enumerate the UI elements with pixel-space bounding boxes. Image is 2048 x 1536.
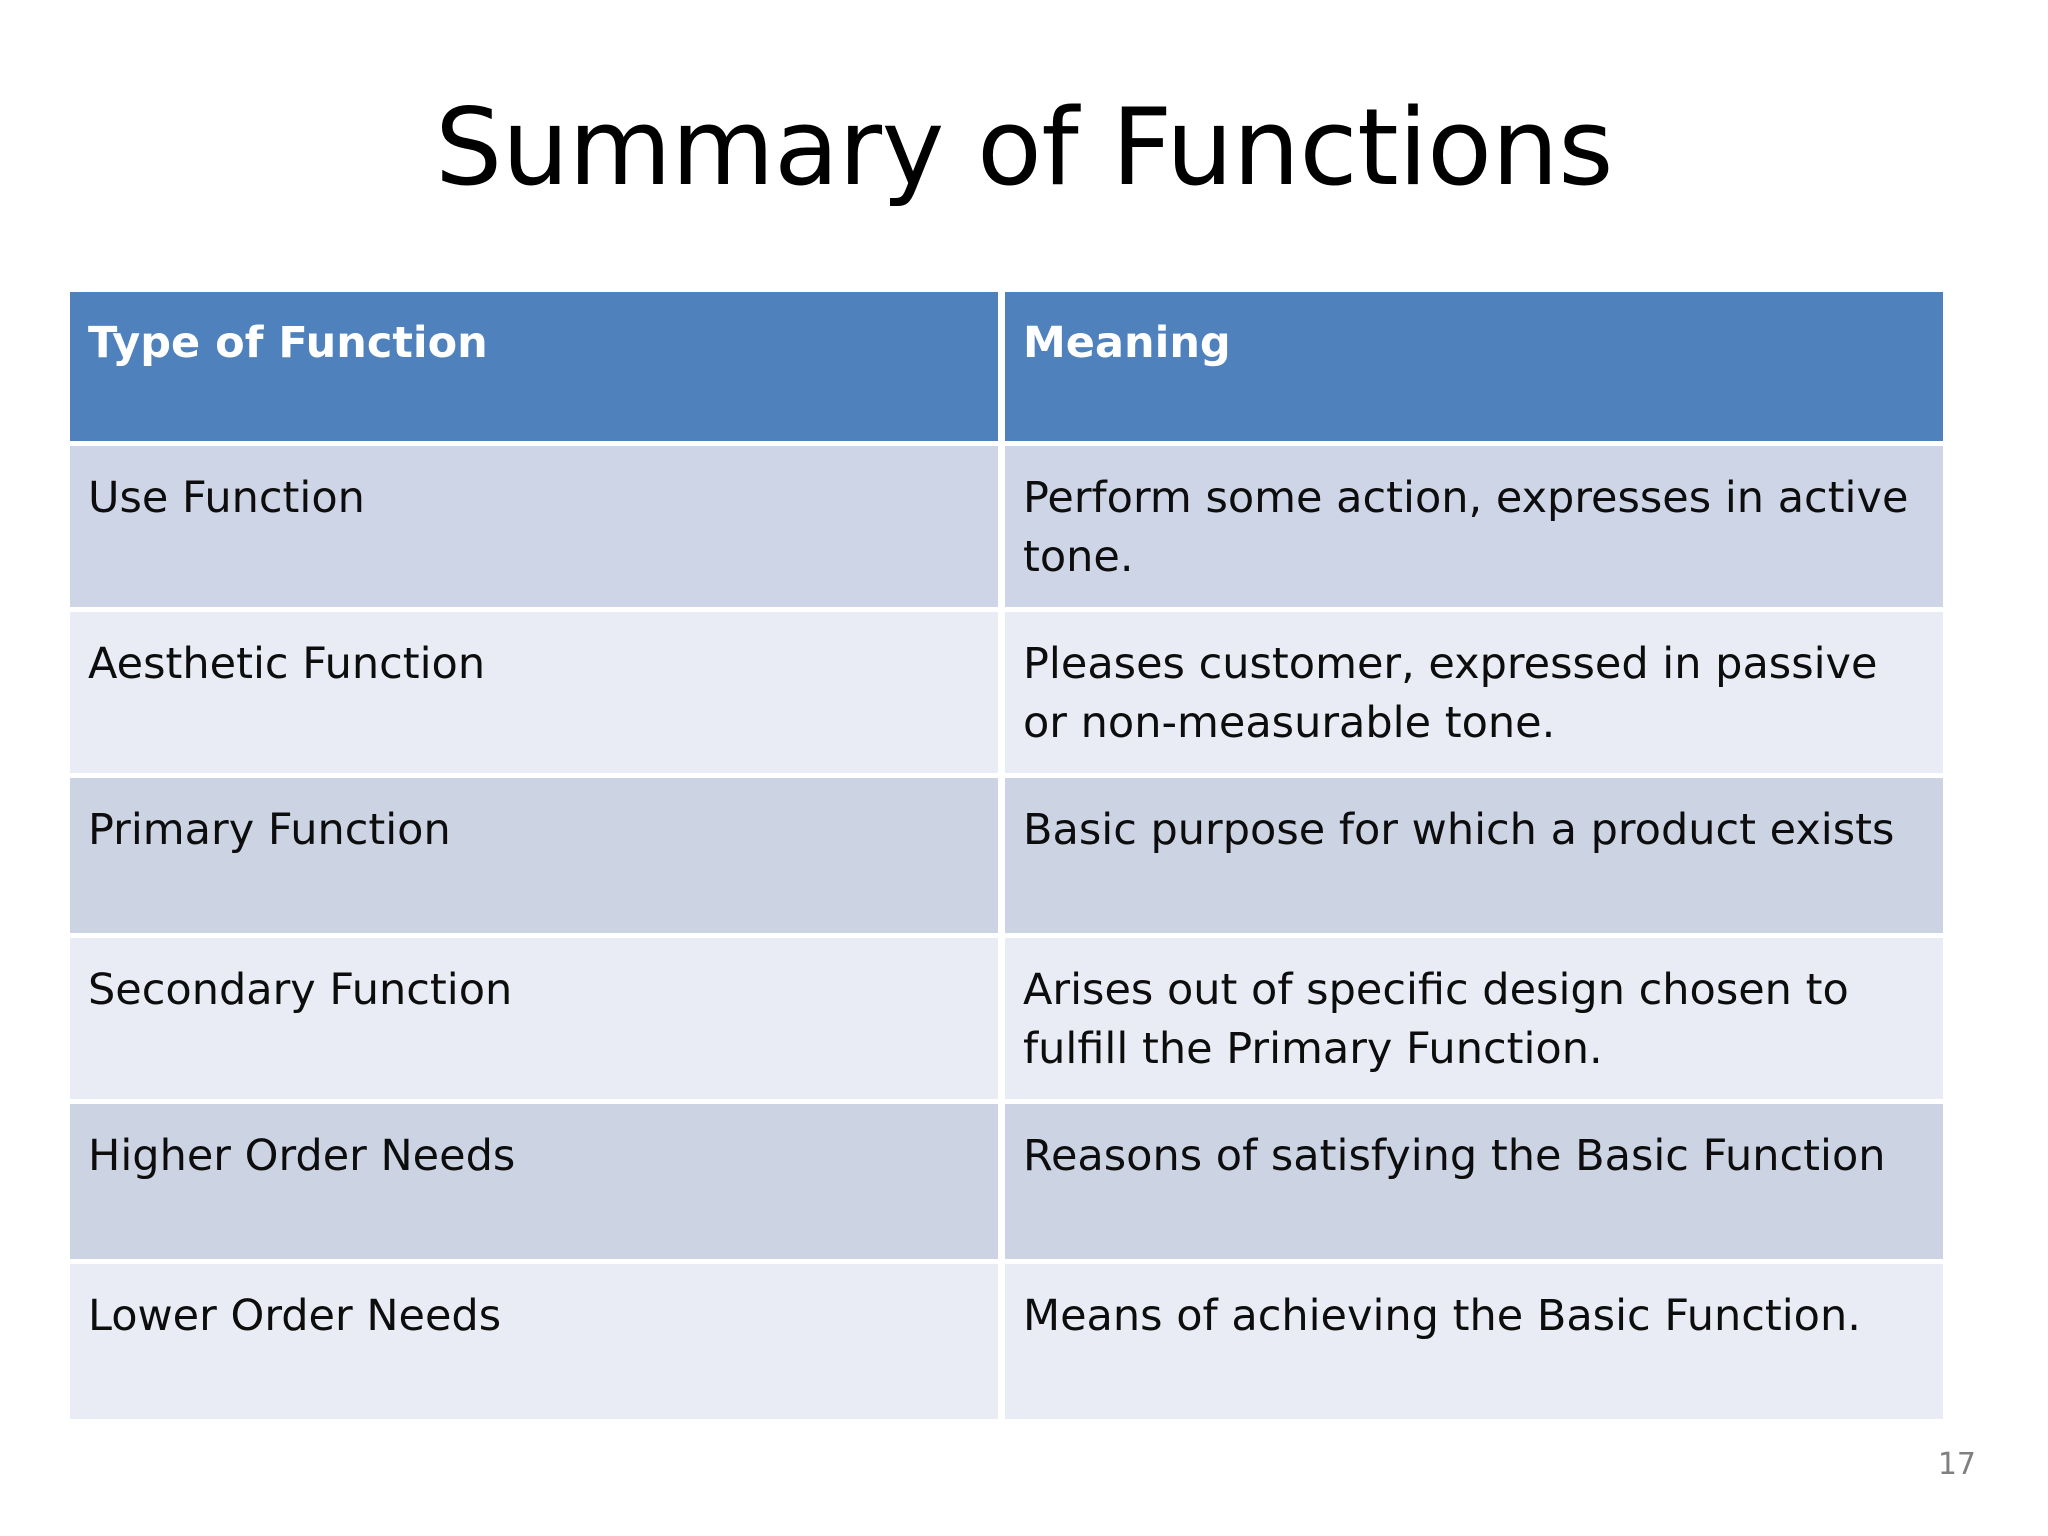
- cell-function-meaning: Means of achieving the Basic Function.: [1005, 1264, 1943, 1424]
- page-title: Summary of Functions: [435, 86, 1613, 209]
- cell-function-type: Primary Function: [70, 778, 1005, 938]
- table-row: Higher Order Needs Reasons of satisfying…: [70, 1104, 1943, 1264]
- cell-function-meaning: Pleases customer, expressed in passive o…: [1005, 612, 1943, 778]
- table-row: Aesthetic Function Pleases customer, exp…: [70, 612, 1943, 778]
- cell-function-meaning: Reasons of satisfying the Basic Function: [1005, 1104, 1943, 1264]
- cell-function-type: Use Function: [70, 446, 1005, 612]
- cell-function-meaning: Perform some action, expresses in active…: [1005, 446, 1943, 612]
- cell-function-type: Lower Order Needs: [70, 1264, 1005, 1424]
- cell-function-type: Aesthetic Function: [70, 612, 1005, 778]
- table-header: Type of Function Meaning: [70, 292, 1943, 446]
- cell-function-meaning: Basic purpose for which a product exists: [1005, 778, 1943, 938]
- summary-table-container: Type of Function Meaning Use Function Pe…: [70, 292, 1943, 1424]
- table-row: Primary Function Basic purpose for which…: [70, 778, 1943, 938]
- slide-number: 17: [1937, 1447, 1976, 1482]
- table-row: Use Function Perform some action, expres…: [70, 446, 1943, 612]
- table-header-row: Type of Function Meaning: [70, 292, 1943, 446]
- table-body: Use Function Perform some action, expres…: [70, 446, 1943, 1424]
- cell-function-type: Secondary Function: [70, 938, 1005, 1104]
- table-row: Secondary Function Arises out of specifi…: [70, 938, 1943, 1104]
- summary-of-functions-table: Type of Function Meaning Use Function Pe…: [70, 292, 1943, 1424]
- column-header-type-of-function: Type of Function: [70, 292, 1005, 446]
- column-header-meaning: Meaning: [1005, 292, 1943, 446]
- table-row: Lower Order Needs Means of achieving the…: [70, 1264, 1943, 1424]
- cell-function-meaning: Arises out of specific design chosen to …: [1005, 938, 1943, 1104]
- cell-function-type: Higher Order Needs: [70, 1104, 1005, 1264]
